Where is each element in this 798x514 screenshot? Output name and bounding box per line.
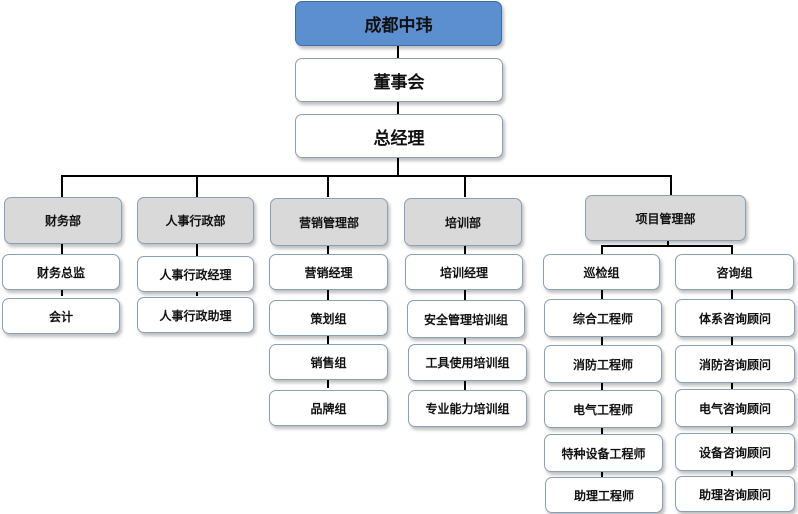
connector — [397, 46, 399, 58]
role-system-consultant: 体系咨询顾问 — [675, 299, 795, 337]
role-marketing-manager: 营销经理 — [269, 254, 388, 290]
group-consulting: 咨询组 — [675, 254, 794, 290]
node-root: 成都中玮 — [295, 1, 502, 46]
role-accountant: 会计 — [2, 298, 120, 334]
dept-training: 培训部 — [404, 198, 522, 246]
connector — [464, 175, 466, 197]
role-special-equipment-engineer: 特种设备工程师 — [544, 434, 663, 472]
role-electrical-consultant: 电气咨询顾问 — [675, 389, 795, 427]
group-sales: 销售组 — [269, 344, 388, 380]
connector — [196, 175, 198, 197]
group-inspection: 巡检组 — [543, 254, 660, 290]
role-fire-engineer: 消防工程师 — [544, 345, 662, 383]
connector — [61, 175, 63, 197]
role-equipment-consultant: 设备咨询顾问 — [675, 433, 795, 471]
dept-project: 项目管理部 — [585, 195, 746, 241]
connector — [601, 245, 733, 247]
node-board: 董事会 — [295, 58, 503, 102]
connector — [667, 241, 669, 246]
role-fire-consultant: 消防咨询顾问 — [675, 345, 795, 383]
connector — [327, 175, 329, 197]
connector — [670, 175, 672, 195]
role-electrical-engineer: 电气工程师 — [544, 390, 662, 428]
role-assistant-engineer: 助理工程师 — [545, 477, 663, 513]
node-general-manager: 总经理 — [295, 114, 503, 158]
role-hr-manager: 人事行政经理 — [137, 256, 254, 292]
role-finance-director: 财务总监 — [2, 254, 120, 290]
connector — [731, 288, 733, 480]
role-hr-assistant: 人事行政助理 — [137, 297, 254, 333]
group-skills-training: 专业能力培训组 — [408, 390, 527, 427]
group-tools-training: 工具使用培训组 — [408, 344, 527, 381]
connector — [61, 175, 672, 177]
dept-marketing: 营销管理部 — [270, 198, 388, 246]
dept-finance: 财务部 — [4, 197, 122, 244]
group-planning: 策划组 — [269, 300, 388, 336]
role-general-engineer: 综合工程师 — [544, 299, 662, 337]
connector — [601, 288, 603, 482]
role-training-manager: 培训经理 — [405, 254, 523, 290]
role-assistant-consultant: 助理咨询顾问 — [675, 476, 795, 512]
connector — [397, 158, 399, 176]
group-safety-training: 安全管理培训组 — [407, 300, 525, 338]
connector — [397, 102, 399, 114]
dept-hr: 人事行政部 — [137, 197, 254, 244]
group-brand: 品牌组 — [269, 390, 388, 426]
